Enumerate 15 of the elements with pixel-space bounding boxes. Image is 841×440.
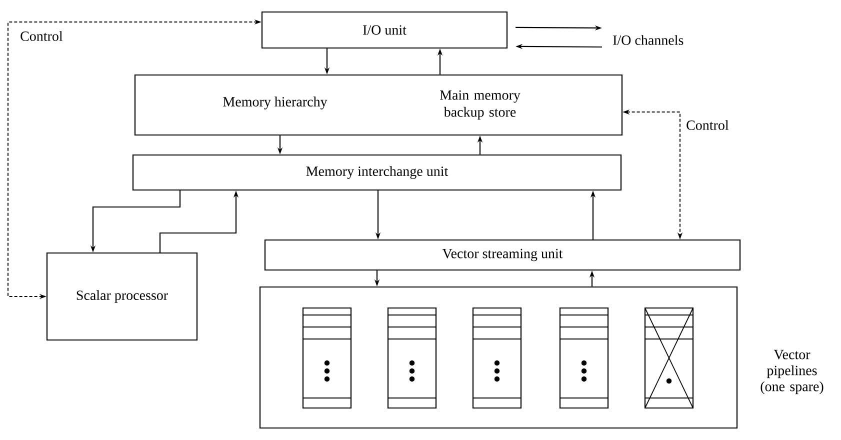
edge-label: Control	[18, 30, 64, 42]
pipeline-box	[302, 307, 352, 409]
pipeline-box	[559, 307, 609, 409]
unit-box: I/O unit	[261, 11, 508, 49]
processor-box: Scalar processor	[46, 252, 198, 341]
node-label: Vector pipelines (one spare)	[760, 350, 824, 394]
edge-label: Control	[684, 118, 730, 132]
channel-label: I/O channels	[613, 35, 684, 45]
unit-box: Vector streaming unit	[264, 239, 741, 271]
pipeline-panel: Vector pipelines (one spare)	[259, 286, 824, 429]
spare-pipeline-box	[644, 307, 694, 409]
pipeline-box	[472, 307, 522, 409]
memory-box: Memory hierarchy Main memory backup store	[134, 74, 623, 136]
unit-box: Memory interchange unit	[132, 154, 622, 191]
pipeline-box	[387, 307, 437, 409]
